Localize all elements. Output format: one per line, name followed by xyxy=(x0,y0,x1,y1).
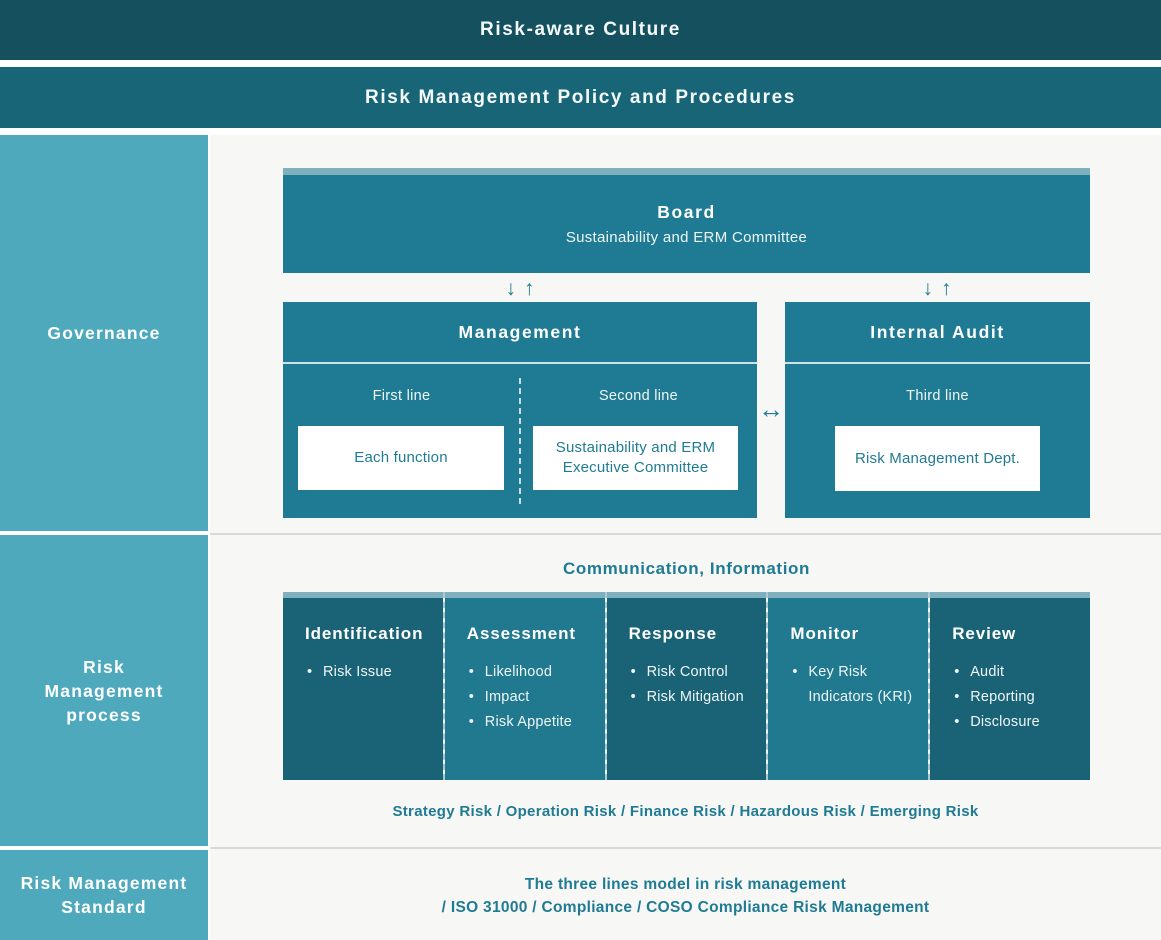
risk-management-standard-text: The three lines model in risk management… xyxy=(210,873,1161,919)
bidirectional-arrow-icon: ↔ xyxy=(758,394,784,424)
first-second-line-divider xyxy=(519,378,521,504)
sidebar-section-risk-management-standard: Risk Management Standard xyxy=(0,850,208,940)
third-line-label: Third line xyxy=(906,388,969,404)
column-top-strip xyxy=(768,592,929,598)
board-audit-arrows: ↓ ↑ xyxy=(907,276,967,302)
management-box: Management First line Each function Seco… xyxy=(283,302,757,518)
third-line-area: Third line Risk Management Dept. xyxy=(785,364,1090,516)
process-columns: Identification Risk Issue Assessment Lik… xyxy=(283,592,1090,780)
column-title: Review xyxy=(952,624,1017,643)
board-title: Board xyxy=(657,202,716,222)
management-body: First line Each function Second line Sus… xyxy=(283,364,757,516)
section-divider-process-standard xyxy=(210,847,1161,849)
process-item: Impact xyxy=(469,685,597,710)
process-item: Likelihood xyxy=(469,660,597,685)
erm-executive-committee-card: Sustainability and ERM Executive Committ… xyxy=(533,426,738,490)
standard-line-2: / ISO 31000 / Compliance / COSO Complian… xyxy=(441,899,930,916)
management-title: Management xyxy=(458,321,582,342)
sidebar-standard-label: Risk Management Standard xyxy=(20,873,188,917)
communication-information-title: Communication, Information xyxy=(563,559,810,578)
process-column-review: Review AuditReportingDisclosure xyxy=(928,592,1090,780)
second-line-area: Second line Sustainability and ERM Execu… xyxy=(520,364,757,516)
management-header: Management xyxy=(283,302,757,364)
process-item: Key Risk Indicators (KRI) xyxy=(792,660,920,710)
risk-management-dept-label: Risk Management Dept. xyxy=(854,449,1021,467)
sidebar-process-label: Risk Management process xyxy=(44,656,164,725)
board-subtitle: Sustainability and ERM Committee xyxy=(565,229,808,246)
arrow-up-icon: ↑ xyxy=(524,277,535,300)
sidebar-section-governance: Governance xyxy=(0,135,208,531)
sidebar-governance-label: Governance xyxy=(47,323,161,343)
process-item: Risk Appetite xyxy=(469,710,597,735)
second-line-label: Second line xyxy=(598,388,679,404)
first-line-label: First line xyxy=(372,388,431,404)
column-top-strip xyxy=(930,592,1090,598)
sidebar-section-risk-management-process: Risk Management process xyxy=(0,535,208,846)
process-column-identification: Identification Risk Issue xyxy=(283,592,443,780)
column-items: LikelihoodImpactRisk Appetite xyxy=(469,660,597,735)
arrow-up-icon: ↑ xyxy=(941,277,952,300)
internal-audit-body: Third line Risk Management Dept. xyxy=(785,364,1090,516)
board-management-arrows: ↓ ↑ xyxy=(490,276,550,302)
process-item: Audit xyxy=(954,660,1082,685)
erm-executive-committee-label: Sustainability and ERM Executive Committ… xyxy=(555,439,716,476)
internal-audit-header: Internal Audit xyxy=(785,302,1090,364)
banner-policy-label: Risk Management Policy and Procedures xyxy=(365,86,796,108)
process-column-response: Response Risk ControlRisk Mitigation xyxy=(604,592,767,780)
each-function-card: Each function xyxy=(298,426,504,490)
process-item: Risk Mitigation xyxy=(631,685,759,710)
column-top-strip xyxy=(283,592,443,598)
column-items: Key Risk Indicators (KRI) xyxy=(792,660,920,710)
column-title: Assessment xyxy=(466,624,576,643)
arrow-down-icon: ↓ xyxy=(922,277,934,300)
arrow-down-icon: ↓ xyxy=(505,277,517,300)
process-column-assessment: Assessment LikelihoodImpactRisk Appetite xyxy=(442,592,605,780)
column-title: Response xyxy=(628,624,718,643)
risk-aware-culture-banner: Risk-aware Culture xyxy=(0,0,1161,60)
internal-audit-box: Internal Audit Third line Risk Managemen… xyxy=(785,302,1090,518)
section-divider-governance-process xyxy=(210,533,1161,535)
each-function-label: Each function xyxy=(354,449,448,466)
column-items: Risk ControlRisk Mitigation xyxy=(631,660,759,710)
column-top-strip xyxy=(444,592,605,598)
board-top-strip xyxy=(283,168,1090,175)
policy-procedures-banner: Risk Management Policy and Procedures xyxy=(0,67,1161,128)
process-item: Risk Issue xyxy=(307,660,435,685)
column-items: Risk Issue xyxy=(307,660,435,685)
internal-audit-title: Internal Audit xyxy=(870,321,1005,342)
column-top-strip xyxy=(606,592,767,598)
column-title: Monitor xyxy=(790,624,860,643)
process-item: Risk Control xyxy=(631,660,759,685)
standard-line-1: The three lines model in risk management xyxy=(524,876,847,893)
column-items: AuditReportingDisclosure xyxy=(954,660,1082,735)
process-item: Reporting xyxy=(954,685,1082,710)
first-line-area: First line Each function xyxy=(283,364,520,516)
risk-types-line: Strategy Risk / Operation Risk / Finance… xyxy=(392,803,979,820)
risk-management-dept-card: Risk Management Dept. xyxy=(835,426,1040,491)
process-item: Disclosure xyxy=(954,710,1082,735)
column-title: Identification xyxy=(305,624,424,643)
process-column-monitor: Monitor Key Risk Indicators (KRI) xyxy=(766,592,929,780)
board-box: Board Sustainability and ERM Committee xyxy=(283,175,1090,273)
banner-culture-label: Risk-aware Culture xyxy=(480,19,681,40)
